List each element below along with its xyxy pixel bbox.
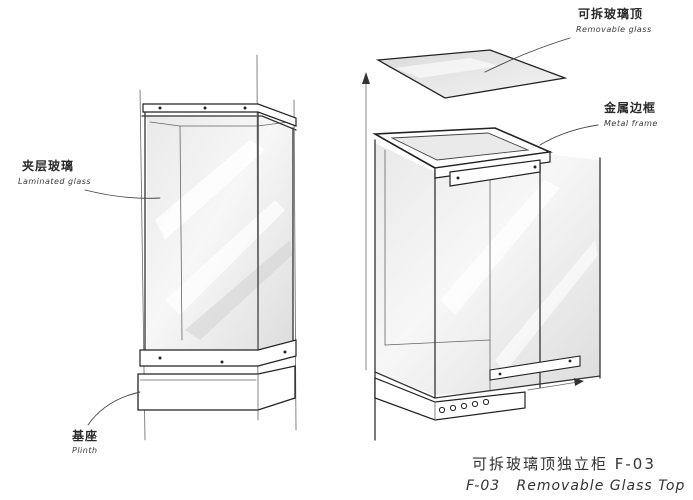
right-lower-frame [489, 355, 584, 391]
metal-frame-label-cn: 金属边框 [603, 100, 656, 115]
left-cabinet [137, 54, 297, 441]
removable-glass-top [375, 49, 568, 99]
metal-frame [372, 127, 553, 187]
lock-knob-icon [460, 402, 468, 410]
caption-line-1: 可拆玻璃顶独立柜 F-03 [472, 455, 656, 473]
lock-knob-icon [438, 406, 446, 414]
right-glass-body [374, 139, 601, 441]
leader-laminated-glass [84, 189, 161, 199]
plinth-label-en: Plinth [72, 446, 98, 455]
left-lower-frame [139, 339, 297, 367]
leader-plinth [87, 391, 141, 426]
glass-top-label-en: Removable glass [576, 25, 652, 34]
left-top-frame [142, 103, 297, 127]
lock-knob-icon [449, 404, 457, 412]
right-cabinet [362, 49, 601, 441]
lock-knob-icon [482, 398, 490, 406]
lock-knob-icon [471, 400, 479, 408]
lift-arrow [362, 72, 370, 371]
laminated-glass-label-en: Laminated glass [18, 177, 91, 186]
caption-line-2: F-03 Removable Glass Top [466, 478, 685, 494]
right-base [374, 377, 526, 421]
glass-top-label-cn: 可拆玻璃顶 [578, 6, 643, 21]
laminated-glass-label-cn: 夹层玻璃 [22, 158, 74, 173]
leader-glass-top [484, 37, 571, 73]
left-plinth [137, 365, 296, 411]
leader-metal-frame [539, 124, 599, 146]
metal-frame-label-en: Metal frame [604, 119, 658, 128]
plinth-label-cn: 基座 [71, 428, 98, 443]
